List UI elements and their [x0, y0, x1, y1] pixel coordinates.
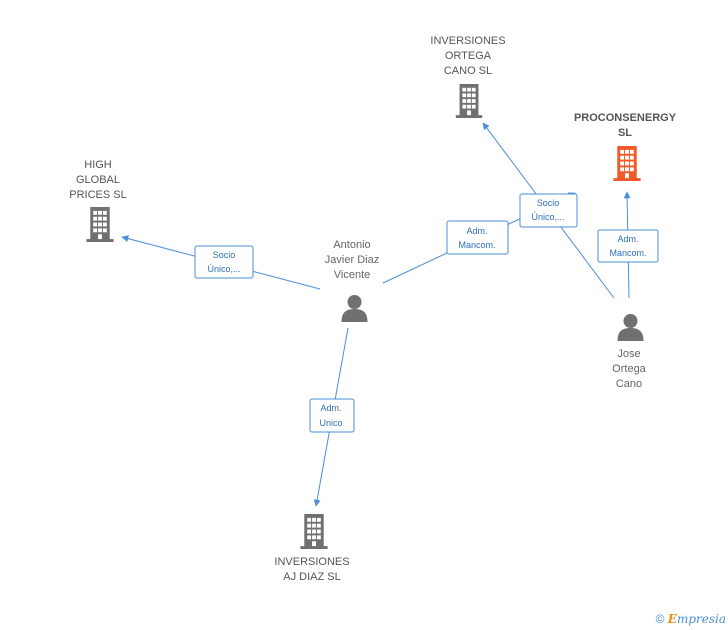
- node-label-line: ORTEGA: [445, 50, 492, 62]
- edge-antonio-inversiones-aj: Adm. Unico: [309, 327, 355, 507]
- edge-label-box: [519, 193, 578, 228]
- person-icon: [617, 314, 644, 341]
- edge-label-line2: Único,...: [207, 264, 240, 274]
- node-jose-ortega-cano[interactable]: Jose Ortega Cano: [612, 314, 647, 390]
- node-label-line: INVERSIONES: [274, 556, 349, 568]
- node-label-line: HIGH: [84, 159, 112, 171]
- person-icon: [341, 295, 368, 322]
- edge-label-line1: Adm.: [466, 226, 487, 236]
- node-label-line: GLOBAL: [76, 174, 120, 186]
- node-label-line: CANO SL: [444, 65, 492, 77]
- edge-antonio-ortega: Adm. Mancom.: [382, 192, 576, 284]
- node-label-line: PROCONSENERGY: [574, 112, 677, 124]
- node-inversiones-aj-diaz[interactable]: INVERSIONES AJ DIAZ SL: [274, 514, 350, 583]
- node-label-line: AJ DIAZ SL: [283, 571, 340, 583]
- node-label-line: Ortega: [612, 363, 647, 375]
- edge-label-box: [309, 398, 355, 433]
- node-label-line: Vicente: [334, 269, 371, 281]
- edge-label-line2: Único,...: [531, 212, 564, 222]
- node-label-line: Jose: [617, 348, 640, 360]
- edge-label-line1: Socio: [213, 250, 236, 260]
- edge-label-box: [597, 229, 659, 263]
- edge-label-line1: Adm.: [320, 403, 341, 413]
- node-label-line: SL: [618, 127, 632, 139]
- copyright-icon: ©: [655, 612, 665, 626]
- edge-label-box: [446, 220, 509, 255]
- node-high-global-prices[interactable]: HIGH GLOBAL PRICES SL: [69, 159, 127, 242]
- edge-label-line1: Socio: [537, 198, 560, 208]
- edge-label-box: [194, 245, 254, 279]
- brand-logo: Empresia: [668, 612, 726, 626]
- edge-label-line2: Unico: [319, 418, 342, 428]
- node-label-line: Javier Diaz: [325, 254, 379, 266]
- brand-name: mpresia: [676, 612, 726, 626]
- node-inversiones-ortega-cano[interactable]: INVERSIONES ORTEGA CANO SL: [430, 35, 506, 118]
- edge-label-line2: Mancom.: [458, 240, 495, 250]
- footer-brand: © Empresia: [656, 612, 726, 626]
- edge-label-line2: Mancom.: [609, 248, 646, 258]
- node-antonio-javier-diaz-vicente[interactable]: Antonio Javier Diaz Vicente: [325, 239, 379, 322]
- node-proconsenergy[interactable]: PROCONSENERGY SL: [574, 112, 677, 181]
- edge-antonio-high: Socio Único,...: [121, 235, 321, 290]
- node-label-line: PRICES SL: [69, 189, 126, 201]
- building-icon: [455, 84, 483, 118]
- brand-initial: E: [667, 612, 677, 626]
- building-icon: [613, 146, 641, 181]
- node-label-line: INVERSIONES: [430, 35, 505, 47]
- building-icon: [86, 207, 114, 242]
- node-label-line: Cano: [616, 378, 642, 390]
- node-label-line: Antonio: [333, 239, 370, 251]
- edge-label-line1: Adm.: [617, 234, 638, 244]
- edge-jose-ortega: Socio Único,...: [482, 122, 615, 299]
- edge-jose-proconsenergy: Adm. Mancom.: [597, 191, 659, 299]
- building-icon: [300, 514, 328, 549]
